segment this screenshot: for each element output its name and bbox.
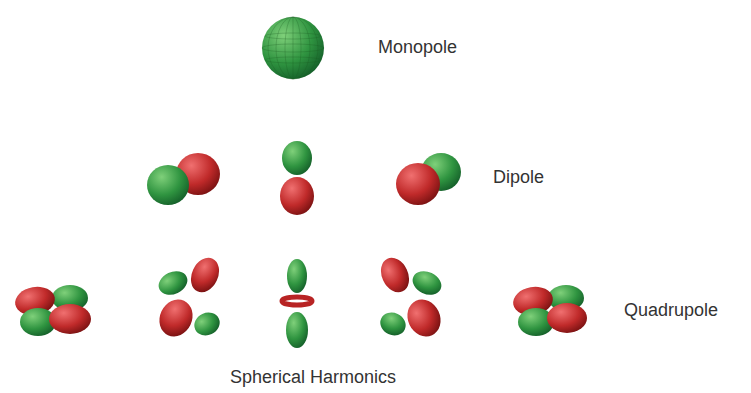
quadrupole-2 [153, 253, 224, 342]
quadrupole-1 [13, 284, 91, 336]
quadrupole-4 [376, 253, 447, 342]
dipole-right [396, 153, 461, 205]
row-label: Monopole [378, 37, 457, 59]
quadrupole-5 [511, 284, 587, 336]
monopole-sphere [262, 17, 324, 79]
dipole-left [147, 153, 220, 205]
dipole-center [280, 141, 314, 215]
quadrupole-3 [282, 259, 312, 348]
row-label: Quadrupole [624, 300, 718, 322]
row-label: Dipole [493, 167, 544, 189]
figure-caption: Spherical Harmonics [230, 367, 396, 389]
